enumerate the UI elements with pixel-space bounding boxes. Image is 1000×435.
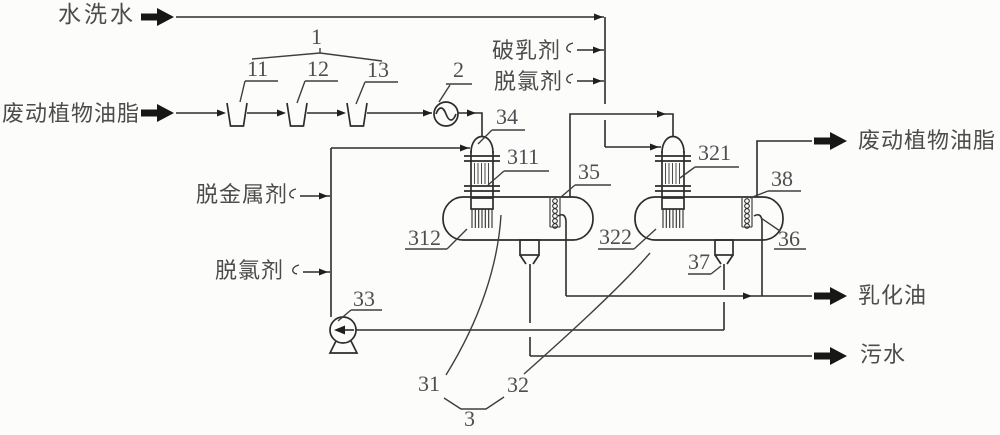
ref-2: 2 [453, 57, 464, 82]
block-arrow-oil-out [814, 132, 847, 150]
ref-34: 34 [496, 104, 518, 129]
label-dechlor-agent-left: 脱氯剂 [215, 258, 285, 283]
label-wash-water: 水洗水 [58, 2, 136, 27]
ref-31: 31 [418, 371, 440, 396]
label-demulsifier: 破乳剂 [492, 38, 562, 63]
inlet-column-321 [655, 135, 691, 198]
label-demetal-agent: 脱金属剂 [196, 182, 289, 207]
ref-33: 33 [353, 286, 375, 311]
heat-exchanger-icon [433, 101, 459, 127]
distributor-322 [661, 197, 685, 228]
ref-12: 12 [307, 56, 329, 81]
coalescer-pack-35 [549, 198, 561, 229]
dosing-cup-12 [286, 102, 308, 127]
settler-vessel-31 [442, 196, 594, 241]
dosing-cup-11 [226, 102, 248, 127]
dip-tube-31 [557, 214, 567, 240]
ref-1: 1 [311, 24, 322, 49]
feed-line [176, 109, 483, 137]
ref-leader-lines [239, 48, 806, 410]
label-emulsified-oil: 乳化油 [858, 283, 928, 308]
ref-3: 3 [464, 406, 475, 431]
label-oil-output: 废动植物油脂 [858, 128, 997, 153]
ref-13: 13 [367, 57, 389, 82]
oil-outlet-line [756, 140, 812, 197]
ref-32: 32 [507, 372, 529, 397]
transfer-line-31-to-32 [569, 110, 674, 197]
block-arrow-feed-oil-in [141, 104, 174, 122]
inlet-column-311 [464, 135, 500, 198]
ref-11: 11 [247, 56, 269, 81]
reagent-manifold-left [330, 144, 470, 317]
drain-funnel-31 [519, 239, 540, 265]
ref-322: 322 [599, 224, 632, 249]
block-arrow-emulsified-oil-out [814, 287, 847, 305]
ref-37: 37 [688, 249, 710, 274]
ref-36: 36 [778, 226, 800, 251]
ref-312: 312 [408, 225, 441, 250]
demetal-injection-line [289, 188, 330, 200]
ref-35: 35 [578, 159, 600, 184]
drain-funnel-37 [714, 239, 734, 265]
coalescer-pack-38 [741, 198, 753, 229]
label-wastewater: 污水 [860, 342, 907, 367]
block-arrow-wastewater-out [814, 347, 847, 365]
dechlor-top-injection-line [566, 73, 604, 85]
dosing-cup-13 [346, 102, 368, 127]
label-dechlor-agent-top: 脱氯剂 [494, 69, 564, 94]
emulsified-oil-line [565, 240, 812, 300]
wash-water-line [176, 13, 661, 151]
dip-tube-36 [753, 214, 763, 240]
distributor-312 [470, 197, 494, 228]
demulsifier-injection-line [566, 42, 604, 54]
block-arrow-wash-water-in [141, 8, 174, 26]
wastewater-line [529, 264, 812, 357]
dechlor-left-injection-line [292, 264, 330, 276]
pump-33 [328, 316, 359, 354]
ref-321: 321 [698, 140, 731, 165]
ref-38: 38 [771, 166, 793, 191]
label-feed-oil: 废动植物油脂 [2, 101, 141, 126]
ref-311: 311 [507, 144, 540, 169]
settler-vessel-32 [634, 196, 784, 241]
